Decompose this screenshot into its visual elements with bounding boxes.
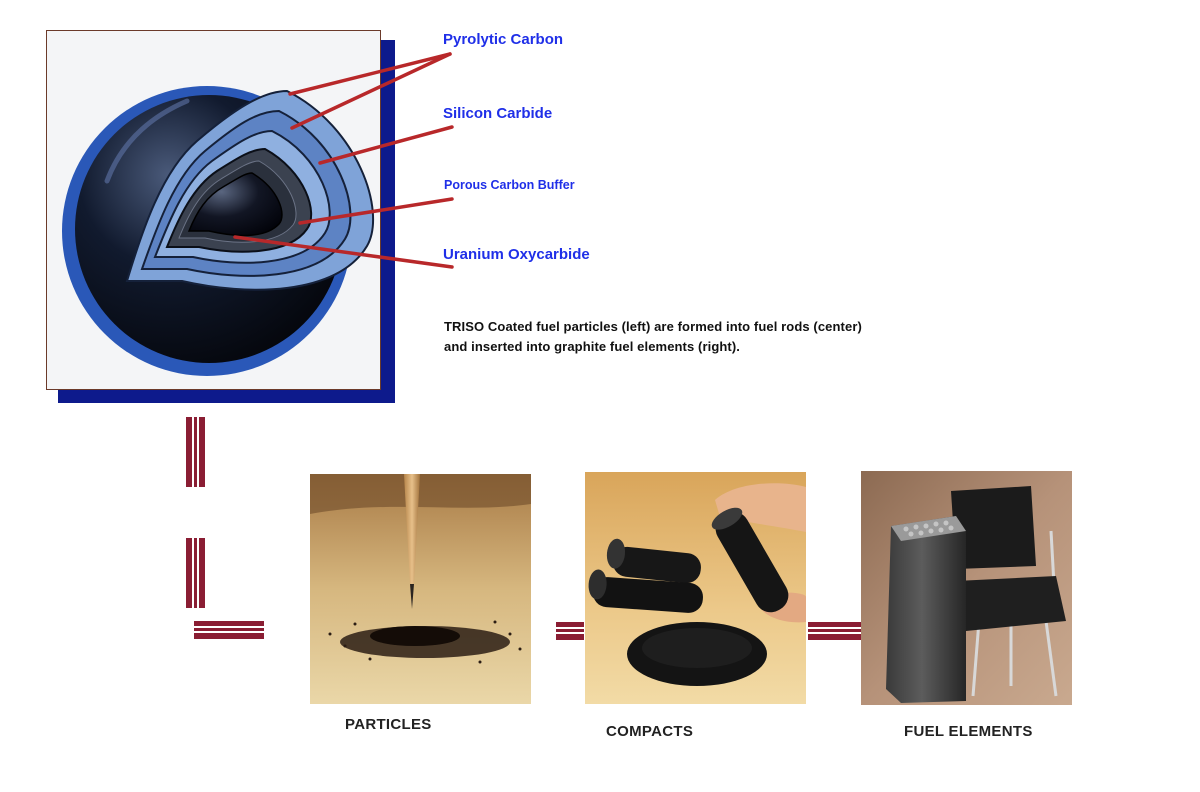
stage-label-particles: PARTICLES	[345, 716, 432, 733]
caption-line-2: and inserted into graphite fuel elements…	[444, 339, 740, 354]
triso-particle-cutaway	[46, 30, 381, 390]
label-pyrolytic-carbon: Pyrolytic Carbon	[443, 31, 564, 48]
horizontal-connector-1	[194, 621, 264, 639]
stage-label-fuel-elements: FUEL ELEMENTS	[904, 723, 1033, 740]
horizontal-connector-3	[808, 622, 862, 640]
horizontal-connector-2	[556, 622, 584, 640]
label-porous-carbon-buffer: Porous Carbon Buffer	[444, 178, 575, 192]
photo-particles	[310, 474, 531, 704]
photo-compacts	[585, 472, 806, 704]
photo-fuel-elements	[861, 471, 1072, 705]
caption: TRISO Coated fuel particles (left) are f…	[444, 317, 1044, 357]
stage-label-compacts: COMPACTS	[606, 723, 694, 740]
caption-line-1: TRISO Coated fuel particles (left) are f…	[444, 319, 862, 334]
label-uranium-oxycarbide: Uranium Oxycarbide	[443, 246, 590, 263]
label-silicon-carbide: Silicon Carbide	[443, 105, 553, 122]
vertical-connector	[186, 417, 205, 608]
